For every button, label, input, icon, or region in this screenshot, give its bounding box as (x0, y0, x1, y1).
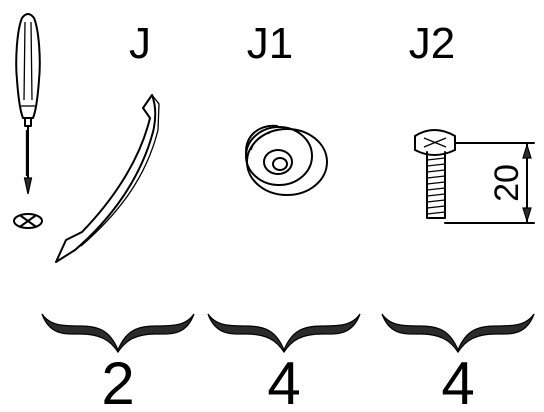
quantity-j1: 4 (267, 350, 300, 412)
screw-length-label: 20 (488, 164, 526, 202)
quantity-j: 2 (101, 350, 134, 412)
part-label-j: J (129, 19, 151, 68)
brace-j (41, 313, 195, 354)
brace-j2 (381, 313, 535, 354)
part-label-j2: J2 (409, 19, 455, 68)
curved-handle-icon (55, 94, 160, 263)
screwdriver-icon (15, 13, 41, 195)
screw-icon (414, 129, 456, 219)
dimension-marker: 20 (444, 142, 535, 224)
quantity-j2: 4 (441, 350, 474, 412)
part-label-j1: J1 (247, 19, 293, 68)
brace-j1 (207, 313, 361, 354)
screw-head-cross-icon (13, 213, 43, 229)
washer-spacer-icon (245, 124, 328, 196)
